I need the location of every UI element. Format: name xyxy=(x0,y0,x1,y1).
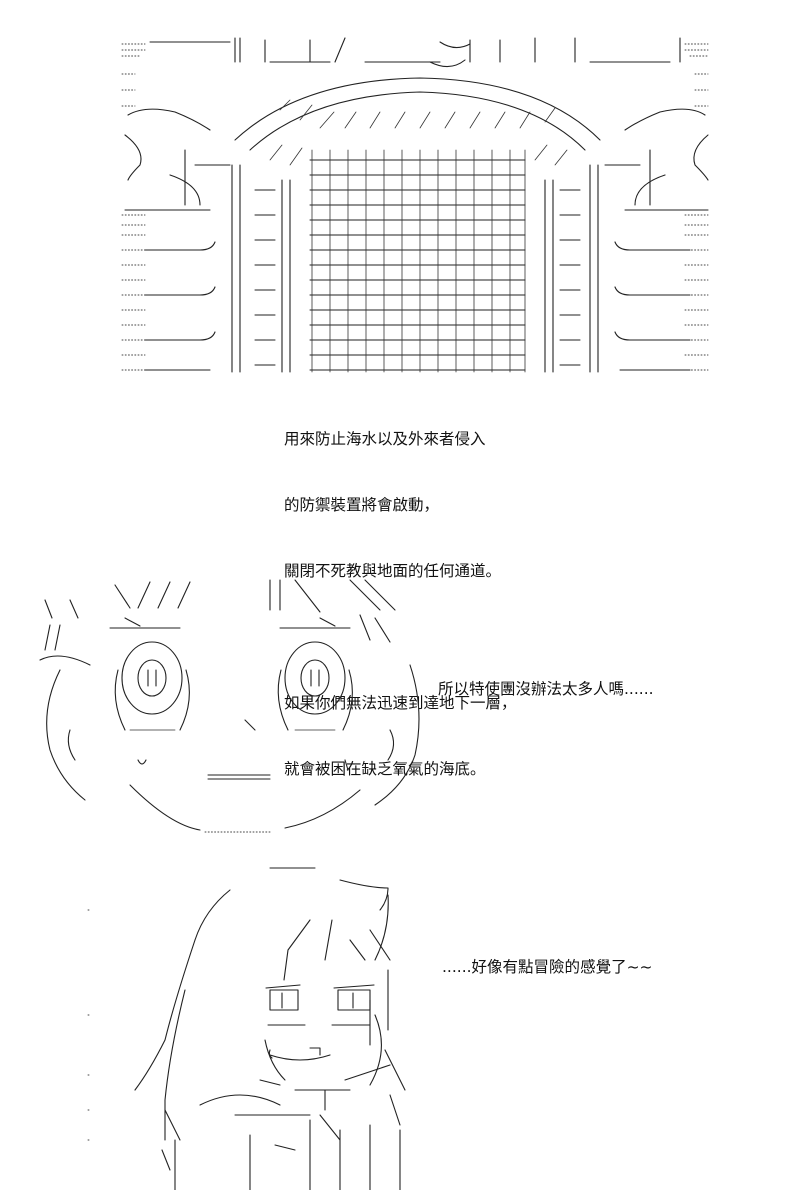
character-bust-ascii-art xyxy=(87,867,406,1190)
surprised-face-panel: 所以特使團沒辦法太多人嗎...... xyxy=(0,570,800,840)
gate-door-bricks xyxy=(309,149,526,373)
gate-roof xyxy=(149,37,681,68)
gate-arch xyxy=(234,77,601,166)
surprised-face-ascii-art xyxy=(39,579,420,833)
dialogue-risky-feeling: ......好像有點冒險的感覺了~~ xyxy=(442,958,653,976)
left-wall-texture xyxy=(121,43,146,371)
right-pillar xyxy=(604,108,709,211)
narration-line: 用來防止海水以及外來者侵入 xyxy=(284,430,486,448)
gate-ascii-art xyxy=(121,37,709,373)
gate-panel xyxy=(0,0,800,380)
narration-line: 的防禦裝置將會啟動， xyxy=(284,496,440,514)
dialogue-so-delegation: 所以特使團沒辦法太多人嗎...... xyxy=(438,680,654,698)
narration-line: 關閉不死教與地面的任何通道。 xyxy=(284,562,502,580)
narration-line: 就會被困在缺乏氧氣的海底。 xyxy=(284,760,486,778)
narration-block: 用來防止海水以及外來者侵入 的防禦裝置將會啟動， 關閉不死教與地面的任何通道。 … xyxy=(284,384,517,802)
right-wall-texture xyxy=(684,43,709,371)
narration-line: 如果你們無法迅速到達地下一層， xyxy=(284,694,517,712)
gate-columns xyxy=(231,164,599,373)
side-ledges xyxy=(144,189,691,371)
left-pillar xyxy=(124,108,231,211)
character-bust-panel: ......好像有點冒險的感覺了~~ xyxy=(0,850,800,1190)
